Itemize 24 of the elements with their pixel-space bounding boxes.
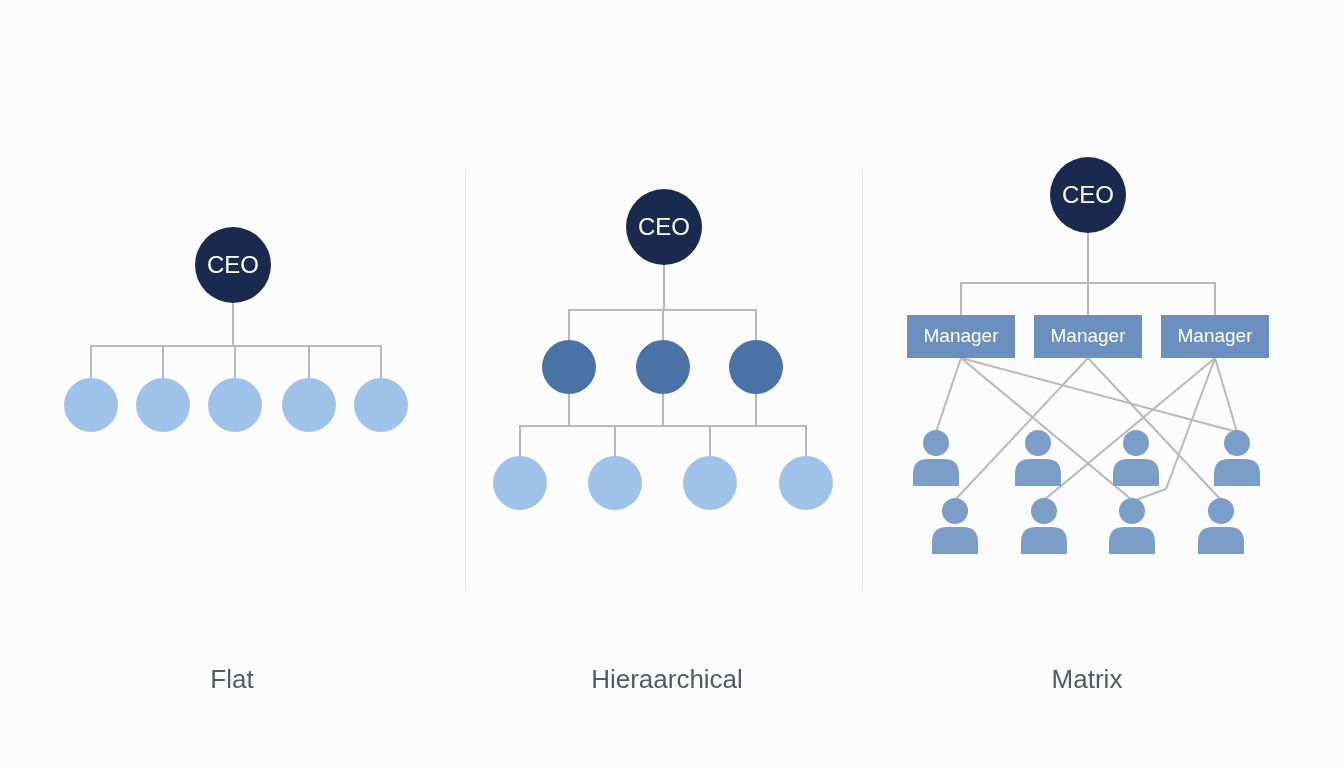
manager-box: Manager <box>907 315 1015 358</box>
person-icon <box>932 498 978 554</box>
connector-line <box>1043 357 1216 501</box>
manager-box: Manager <box>1161 315 1269 358</box>
structure-label: Matrix <box>1051 663 1123 696</box>
connector-line <box>935 357 962 433</box>
person-icon <box>1198 498 1244 554</box>
connector-line <box>755 393 807 457</box>
structure-label: Hieraarchical <box>591 663 743 696</box>
person-icon <box>1021 498 1067 554</box>
connector-line <box>1214 357 1238 433</box>
connector-line <box>960 357 1133 501</box>
connector-line <box>954 357 1089 501</box>
structure-label: Flat <box>210 663 254 696</box>
person-icon <box>1109 498 1155 554</box>
person-icon <box>1113 430 1159 486</box>
connector-line <box>1087 357 1222 501</box>
person-icon <box>1015 430 1061 486</box>
person-icon <box>1214 430 1260 486</box>
connector-line <box>232 302 382 379</box>
manager-box: Manager <box>1034 315 1142 358</box>
person-icon <box>913 430 959 486</box>
connector-line <box>663 264 757 341</box>
connector-line <box>1135 357 1216 501</box>
